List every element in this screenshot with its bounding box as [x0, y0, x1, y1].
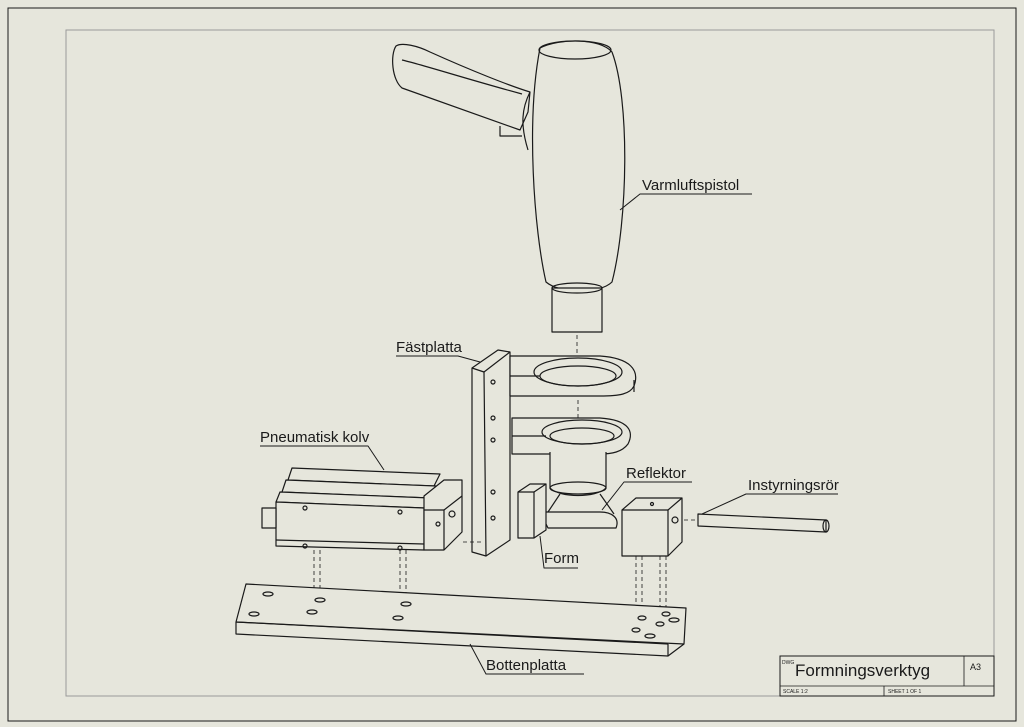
label-fastplatta: Fästplatta [396, 339, 463, 356]
reflector-trough [539, 493, 618, 529]
title-block-size: A3 [970, 662, 981, 672]
guide-block [621, 497, 683, 624]
label-bottenplatta: Bottenplatta [486, 657, 567, 674]
upper-ring-holder [509, 355, 637, 397]
pneumatic-cylinder [261, 467, 484, 618]
label-varmluftspistol: Varmluftspistol [642, 177, 739, 194]
outer-border [7, 7, 1017, 722]
label-reflektor: Reflektor [626, 465, 686, 482]
title-block-scale: SCALE 1:2 [783, 689, 808, 695]
title-block-dwg-label: DWG [782, 660, 794, 666]
title-block-title: Formningsverktyg [795, 661, 930, 680]
label-form: Form [544, 550, 579, 567]
leader-lines [260, 193, 838, 675]
label-pneumatisk-kolv: Pneumatisk kolv [260, 429, 370, 446]
heat-gun [392, 40, 626, 360]
guide-tube [684, 513, 830, 533]
assembly-drawing [235, 40, 838, 675]
inner-border [65, 29, 995, 697]
base-plate [235, 583, 687, 657]
mounting-plate [471, 349, 511, 557]
form-block [517, 483, 547, 539]
title-block: DWG Formningsverktyg A3 SCALE 1:2 SHEET … [779, 655, 995, 697]
lower-ring-holder [511, 400, 631, 497]
label-instyrningsror: Instyrningsrör [748, 477, 839, 494]
title-block-sheet: SHEET 1 OF 1 [888, 689, 921, 695]
